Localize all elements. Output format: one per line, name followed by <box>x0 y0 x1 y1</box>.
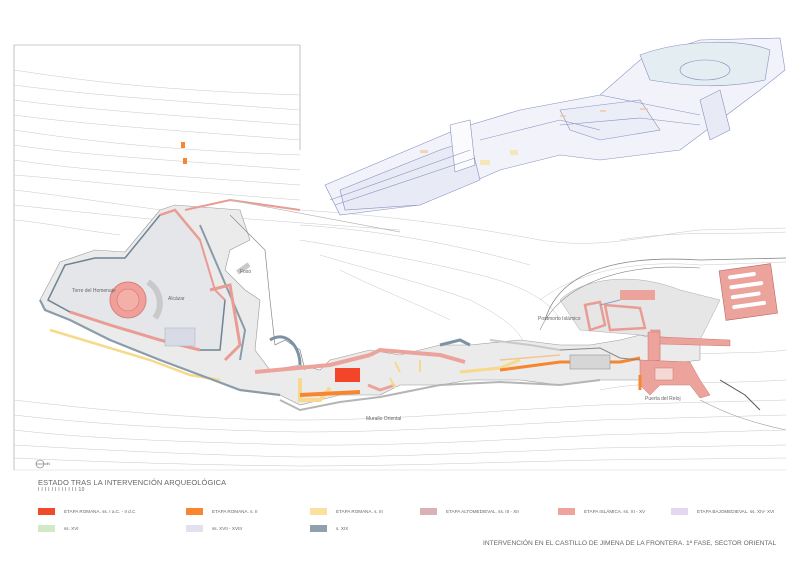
perspective-sketch <box>324 37 786 216</box>
label-postmorto: Postmorto Islámico <box>538 316 581 322</box>
north-label: N <box>47 461 50 466</box>
legend-swatch <box>420 508 437 515</box>
label-torre-homenaje: Torre del Homenaje <box>72 288 116 294</box>
legend-swatch <box>310 508 327 515</box>
legend-swatch <box>186 525 203 532</box>
legend-swatch <box>671 508 688 515</box>
legend-swatch <box>38 508 55 515</box>
legend-title: ESTADO TRAS LA INTERVENCIÓN ARQUEOLÓGICA <box>38 478 227 487</box>
legend-swatch <box>558 508 575 515</box>
label-murallo-oriental: Murallo Oriental <box>366 416 402 422</box>
castle-plan <box>39 198 787 431</box>
legend-swatch <box>38 525 55 532</box>
label-foso: Foso <box>240 269 252 275</box>
legend-item-romana-3: ETAPA ROMANA. s. III <box>310 508 383 515</box>
legend-item-xvi: ss. XVI <box>38 525 79 532</box>
legend-item-xix: s. XIX <box>310 525 348 532</box>
label-alcazar: Alcázar <box>168 296 185 302</box>
north-arrow-icon <box>35 459 48 469</box>
scale-bar: I I I I I I I I I I I I 10 <box>38 487 85 493</box>
sheet-title: INTERVENCIÓN EN EL CASTILLO DE JIMENA DE… <box>483 540 777 547</box>
legend-item-islamica: ETAPA ISLÁMICA. ss. XI - XV <box>558 508 645 515</box>
legend-item-romana-2: ETAPA ROMANA. s. II <box>186 508 258 515</box>
legend-swatch <box>186 508 203 515</box>
legend-item-altomedieval: ETAPA ALTOMEDIEVAL. ss. III - XII <box>420 508 519 515</box>
legend-swatch <box>310 525 327 532</box>
legend-item-xvii-xviii: ss. XVII - XVIII <box>186 525 242 532</box>
legend-item-bajomedieval: ETAPA BAJOMEDIEVAL. ss. XIV- XVI <box>671 508 774 515</box>
legend-item-romana-1: ETAPA ROMANA. ss. I a.C. - II d.C <box>38 508 135 515</box>
label-puerta-reloj: Puerta del Reloj <box>645 396 681 402</box>
